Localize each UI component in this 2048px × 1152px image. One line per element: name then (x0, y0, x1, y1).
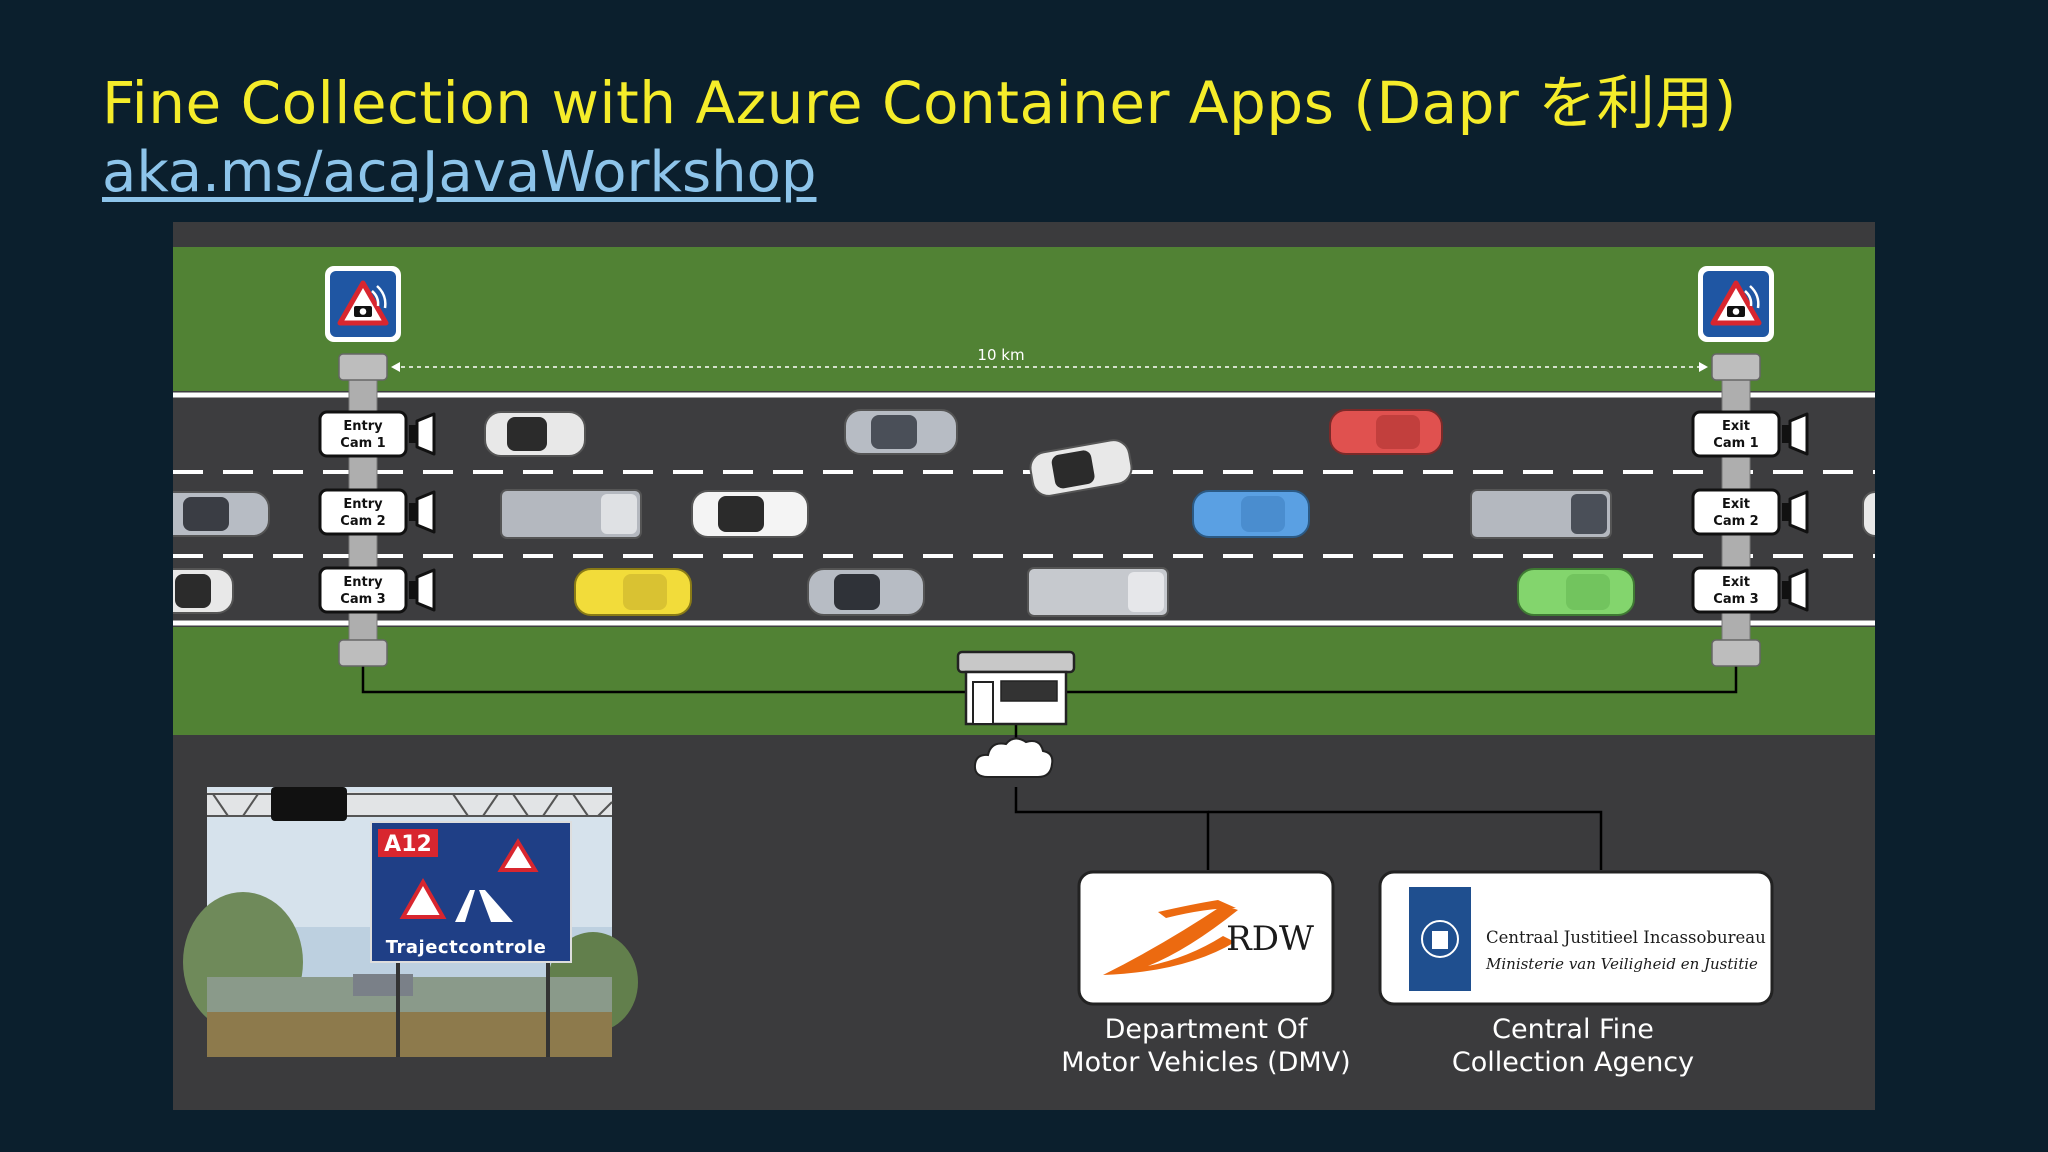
car-icon (807, 568, 925, 616)
truck-icon (1027, 567, 1169, 617)
traffic-control-diagram: 10 km Entry Cam 1 Entry Cam 2 Ent (173, 222, 1875, 1110)
control-building-icon (956, 650, 1076, 726)
cjib-node: Centraal Justitieel Incassobureau Minist… (1378, 870, 1774, 1078)
exit-speed-camera-sign-icon (1698, 266, 1774, 342)
trajectcontrole-photo: A12 Trajectcontrole (183, 787, 638, 1057)
truck-icon (1470, 489, 1612, 539)
rdw-logo-text: RDW (1226, 919, 1314, 959)
distance-label: 10 km (977, 346, 1024, 364)
photo-road-label: A12 (384, 832, 432, 857)
workshop-link[interactable]: aka.ms/acaJavaWorkshop (102, 140, 817, 205)
car-icon (1329, 409, 1443, 455)
car-icon (173, 491, 270, 537)
dmv-label-line-2: Motor Vehicles (DMV) (1061, 1047, 1350, 1078)
entry-cam-2: Entry Cam 2 (318, 488, 436, 536)
exit-cam-3-label: Exit (1722, 575, 1750, 590)
exit-cam-1-number: Cam 1 (1713, 436, 1758, 451)
slide-title: Fine Collection with Azure Container App… (102, 69, 1737, 137)
cjib-logo-text: Centraal Justitieel Incassobureau (1486, 928, 1766, 947)
top-grass (173, 247, 1875, 391)
exit-cam-2-number: Cam 2 (1713, 514, 1758, 529)
car-icon (484, 411, 586, 457)
truck-icon (500, 489, 642, 539)
exit-cam-2: Exit Cam 2 (1691, 488, 1809, 536)
traffic-cars (173, 409, 1875, 617)
entry-cam-2-label: Entry (343, 497, 383, 512)
exit-cam-2-label: Exit (1722, 497, 1750, 512)
car-icon (1029, 439, 1133, 497)
entry-cam-1: Entry Cam 1 (318, 410, 436, 458)
car-icon (1517, 568, 1635, 616)
entry-cam-2-number: Cam 2 (340, 514, 385, 529)
exit-cam-3: Exit Cam 3 (1691, 566, 1809, 614)
photo-sign-label: Trajectcontrole (386, 937, 547, 958)
entry-cam-1-label: Entry (343, 419, 383, 434)
entry-speed-camera-sign-icon (325, 266, 401, 342)
entry-cam-1-number: Cam 1 (340, 436, 385, 451)
car-icon (1862, 491, 1875, 537)
car-icon (691, 490, 809, 538)
distance-indicator: 10 km (391, 346, 1708, 372)
entry-cam-3: Entry Cam 3 (318, 566, 436, 614)
car-icon (844, 409, 958, 455)
exit-cam-1: Exit Cam 1 (1691, 410, 1809, 458)
car-icon (173, 568, 234, 614)
exit-cam-3-number: Cam 3 (1713, 592, 1758, 607)
entry-cam-3-number: Cam 3 (340, 592, 385, 607)
car-icon (1192, 490, 1310, 538)
dmv-label-line-1: Department Of (1105, 1014, 1309, 1045)
cjib-label-line-2: Collection Agency (1452, 1047, 1694, 1078)
cloud-icon (973, 737, 1054, 778)
cjib-label-line-1: Central Fine (1492, 1014, 1654, 1045)
rdw-logo-icon (1103, 900, 1238, 975)
car-icon (574, 568, 692, 616)
cjib-logo-subtext: Ministerie van Veiligheid en Justitie (1485, 955, 1758, 973)
exit-cam-1-label: Exit (1722, 419, 1750, 434)
dmv-node: RDW Department Of Motor Vehicles (DMV) (1061, 870, 1351, 1078)
entry-cam-3-label: Entry (343, 575, 383, 590)
